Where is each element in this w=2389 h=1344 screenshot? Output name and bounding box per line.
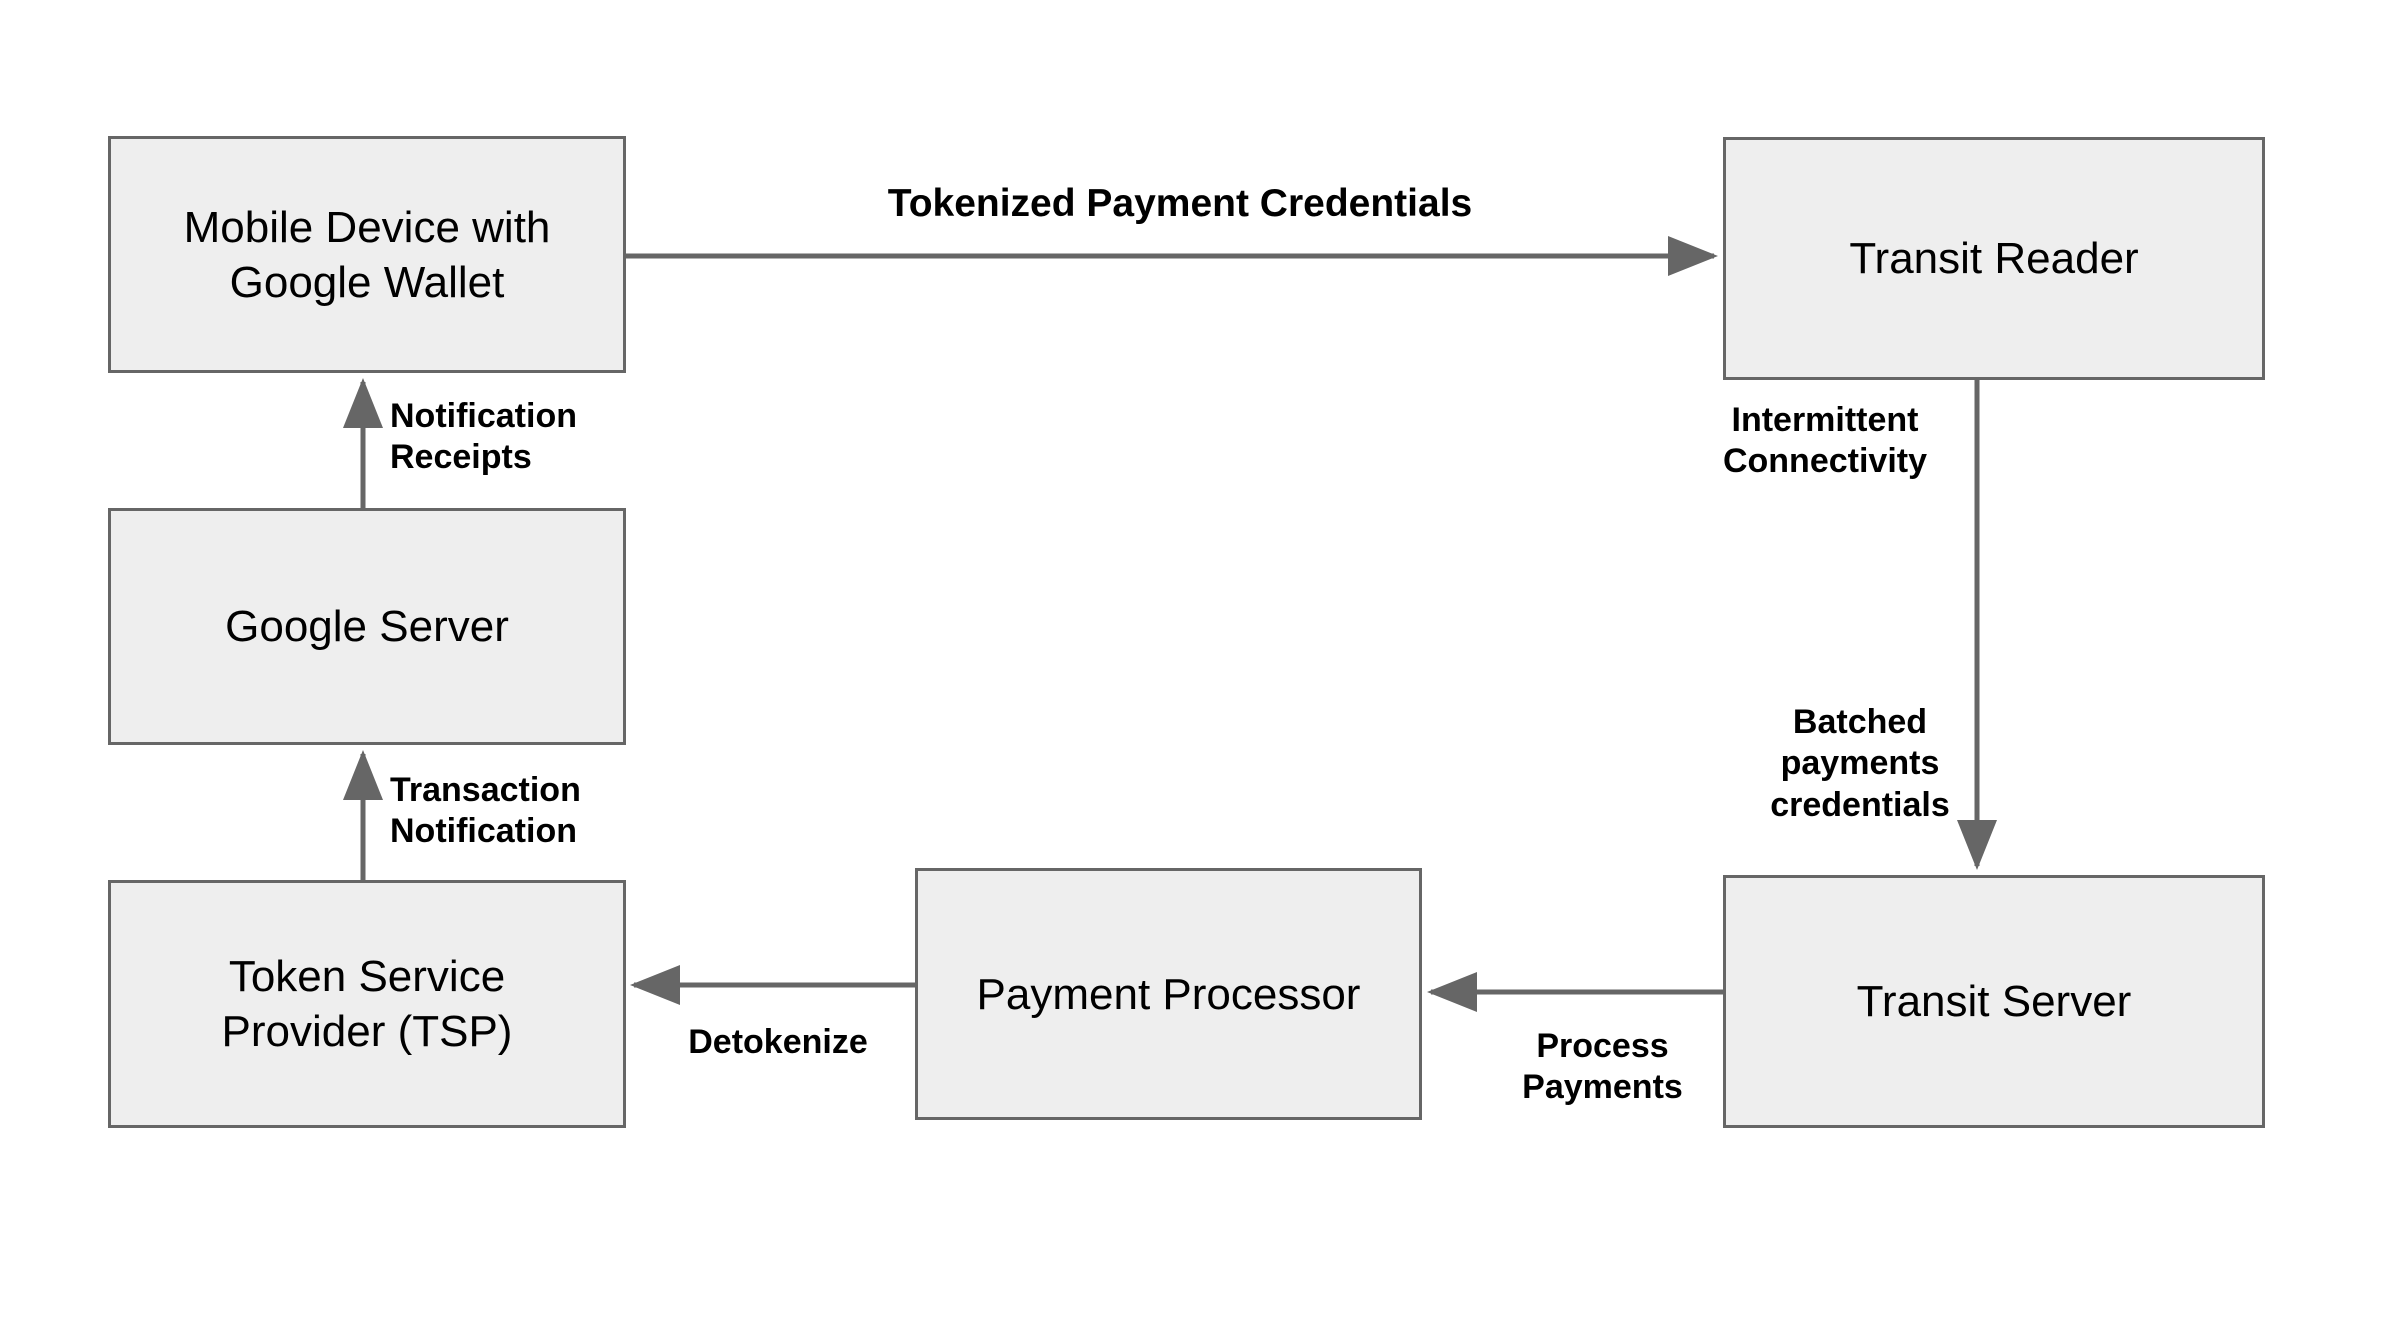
node-transit-reader[interactable]: Transit Reader [1723, 137, 2265, 380]
edge-label-tokenized-payment-credentials: Tokenized Payment Credentials [887, 182, 1473, 225]
edge-label-batched-payments-credentials: Batched payments credentials [1770, 703, 1950, 824]
node-transit-server[interactable]: Transit Server [1723, 875, 2265, 1128]
edge-label-detokenize: Detokenize [688, 1023, 868, 1061]
edge-label-process-payments: Process Payments [1522, 1027, 1683, 1107]
edge-label-intermittent-connectivity: Intermittent Connectivity [1722, 401, 1928, 481]
edge-label-transaction-notification: Transaction Notification [390, 771, 581, 851]
node-payment-processor[interactable]: Payment Processor [915, 868, 1422, 1120]
edge-label-notification-receipts: Notification Receipts [390, 397, 577, 477]
node-token-service-provider[interactable]: Token Service Provider (TSP) [108, 880, 626, 1128]
node-mobile-device[interactable]: Mobile Device with Google Wallet [108, 136, 626, 373]
node-google-server[interactable]: Google Server [108, 508, 626, 745]
